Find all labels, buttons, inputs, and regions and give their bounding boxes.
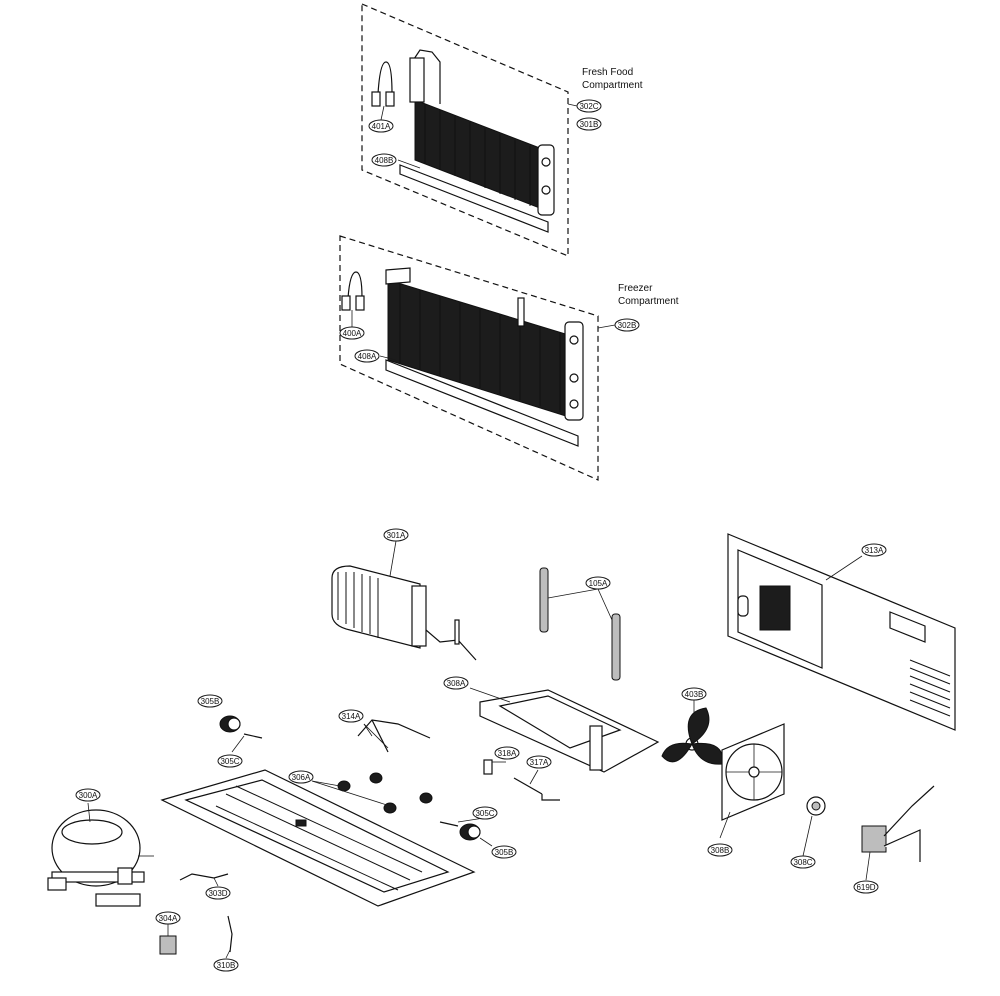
callout-400A: 400A [339, 326, 365, 340]
callout-408A: 408A [354, 349, 380, 363]
relay-304A [159, 935, 177, 955]
callout-401A-label: 401A [372, 122, 391, 131]
freezer-caption-line2: Compartment [618, 296, 679, 307]
callout-318A: 318A [494, 746, 520, 760]
callout-105A: 105A [585, 576, 611, 590]
grommet-305B-top [219, 715, 241, 733]
capillary-tube-parts [539, 567, 621, 681]
callout-306A: 306A [288, 770, 314, 784]
callout-401A: 401A [368, 119, 394, 133]
callout-403B: 403B [681, 687, 707, 701]
wire-310B [227, 915, 233, 953]
callout-318A-label: 318A [498, 749, 517, 758]
callout-305C-left: 305C [217, 754, 243, 768]
defrost-clip-401A [371, 61, 395, 107]
callout-313A-label: 313A [865, 546, 884, 555]
callout-314A-label: 314A [342, 712, 361, 721]
fresh-food-caption-line1: Fresh Food [582, 67, 633, 78]
callout-305C-right-label: 305C [475, 809, 494, 818]
callout-305B-right-label: 305B [495, 848, 514, 857]
condenser-coil [331, 565, 477, 661]
callout-305C-right: 305C [472, 806, 498, 820]
callout-408B: 408B [371, 153, 397, 167]
drain-pan-308A [479, 689, 660, 773]
callout-313A: 313A [861, 543, 887, 557]
fresh-food-evaporator-group [361, 3, 569, 257]
callout-308C-label: 308C [793, 858, 812, 867]
callout-302C: 302C [576, 99, 602, 113]
fresh-food-caption-line2: Compartment [582, 80, 643, 91]
feet-306A [337, 772, 433, 814]
callout-305B-top-label: 305B [201, 697, 220, 706]
freezer-caption: Freezer Compartment [618, 283, 679, 307]
grommet-305B-right [459, 823, 481, 841]
callout-301B: 301B [576, 117, 602, 131]
callout-304A-label: 304A [159, 914, 178, 923]
clip-318A [483, 759, 493, 775]
freezer-evaporator [385, 267, 584, 447]
callout-314A: 314A [338, 709, 364, 723]
valve-assembly-619D [861, 785, 935, 862]
freezer-caption-line1: Freezer [618, 283, 653, 294]
callout-308B: 308B [707, 843, 733, 857]
fresh-food-evaporator [399, 49, 555, 233]
callout-300A: 300A [75, 788, 101, 802]
fan-shroud-308B [721, 723, 785, 821]
callout-408B-label: 408B [375, 156, 394, 165]
callout-301A: 301A [383, 528, 409, 542]
bolt-305C-left [243, 733, 263, 739]
freezer-evaporator-group [339, 235, 599, 481]
callout-619D: 619D [853, 880, 879, 894]
machine-compartment-cover [727, 533, 956, 731]
callout-301B-label: 301B [580, 120, 599, 129]
callout-403B-label: 403B [685, 690, 704, 699]
callout-302C-label: 302C [579, 102, 598, 111]
callout-308C: 308C [790, 855, 816, 869]
fan-motor-308C [806, 796, 826, 816]
callout-308A: 308A [443, 676, 469, 690]
fan-blade-403B [661, 707, 723, 765]
callout-308B-label: 308B [711, 846, 730, 855]
callout-300A-label: 300A [79, 791, 98, 800]
callout-306A-label: 306A [292, 773, 311, 782]
callout-408A-label: 408A [358, 352, 377, 361]
callout-302B: 302B [614, 318, 640, 332]
callout-303D: 303D [205, 886, 231, 900]
wire-303D [179, 873, 229, 881]
callout-317A: 317A [526, 755, 552, 769]
callout-308A-label: 308A [447, 679, 466, 688]
callout-310B: 310B [213, 958, 239, 972]
fresh-food-caption: Fresh Food Compartment [582, 67, 643, 91]
freezer-dashed-boundary [339, 235, 599, 481]
callout-305B-top: 305B [197, 694, 223, 708]
base-plate [160, 769, 476, 907]
callout-305B-right: 305B [491, 845, 517, 859]
compressor-300A [47, 809, 154, 907]
tube-317A [513, 777, 560, 801]
callout-105A-label: 105A [589, 579, 608, 588]
callout-310B-label: 310B [217, 961, 236, 970]
bolt-305C-right [439, 821, 459, 827]
wire-harness-314A [357, 719, 431, 753]
callout-302B-label: 302B [618, 321, 637, 330]
leader-lines [87, 103, 871, 959]
callout-304A: 304A [155, 911, 181, 925]
defrost-clip-400A [341, 271, 365, 311]
callout-301A-label: 301A [387, 531, 406, 540]
callout-305C-left-label: 305C [220, 757, 239, 766]
callout-619D-label: 619D [856, 883, 875, 892]
callout-303D-label: 303D [208, 889, 227, 898]
callout-400A-label: 400A [343, 329, 362, 338]
callout-317A-label: 317A [530, 758, 549, 767]
